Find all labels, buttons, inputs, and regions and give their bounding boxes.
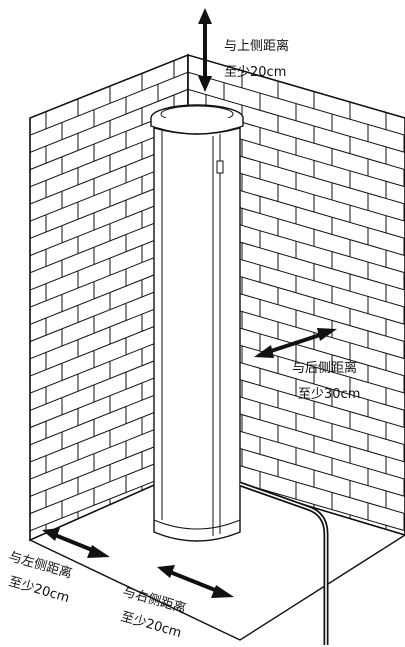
right-brick-wall (187, 54, 405, 536)
left-clearance-arrow (42, 528, 110, 558)
display-panel (216, 160, 224, 174)
top-clearance-label-line1: 与上侧距离 (224, 38, 289, 54)
brick-line (30, 71, 188, 136)
back-clearance-label-line2: 至少30cm (298, 387, 360, 402)
back-clearance-arrow (254, 328, 337, 358)
top-clearance-label-line2: 至少20cm (224, 65, 286, 80)
right-clearance-label-line2: 至少20cm (119, 609, 183, 641)
brick-line (188, 88, 405, 153)
back-clearance-label-line1: 与后侧距离 (292, 360, 357, 376)
top-clearance-arrow (198, 8, 212, 92)
tower-air-conditioner (150, 104, 244, 542)
brick-line (30, 88, 188, 153)
right-clearance-arrow (157, 565, 234, 598)
